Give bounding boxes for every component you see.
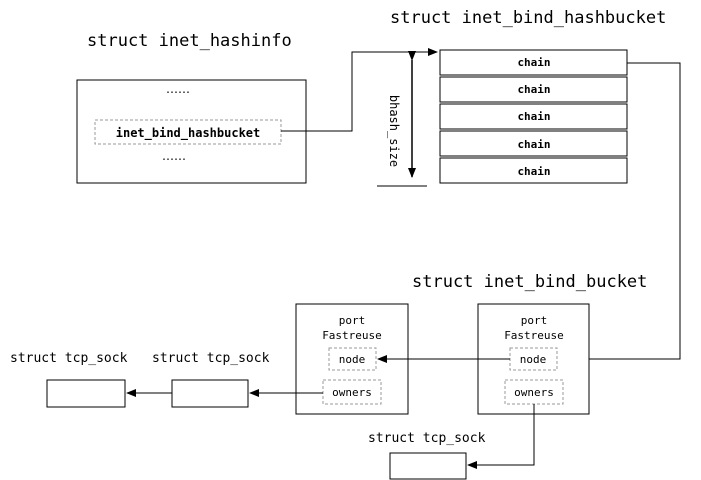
bucket-node-label: node (520, 353, 547, 366)
tcp-sock-label: struct tcp_sock (368, 431, 486, 446)
chain-cell (439, 157, 628, 184)
chain-label: chain (517, 138, 550, 151)
tcp-sock-label: struct tcp_sock (152, 351, 270, 366)
bucket-owners-label: owners (332, 386, 372, 399)
hashbucket-field-box (94, 119, 282, 145)
bucket-owners-box (322, 379, 382, 405)
hashbucket-title: struct inet_bind_hashbucket (390, 8, 666, 28)
chain-cell (439, 130, 628, 157)
hashinfo-dots-bottom: …… (162, 149, 186, 163)
chain-label: chain (517, 56, 550, 69)
chain-label: chain (517, 110, 550, 123)
bhash-size-label: bhash_size (387, 95, 401, 167)
chain-array: chain chain chain chain chain (439, 49, 628, 184)
chain-label: chain (517, 165, 550, 178)
owners-to-sock-arrow (467, 404, 535, 469)
chain-label: chain (517, 83, 550, 96)
bucket-fastreuse-label: Fastreuse (504, 329, 564, 342)
chain-cell (439, 103, 628, 130)
bucket-node-label: node (339, 353, 366, 366)
bucket-node-box (328, 347, 377, 371)
bucket-owners-label: owners (514, 386, 554, 399)
hashinfo-box (76, 79, 307, 184)
bucket-port-label: port (521, 314, 548, 327)
field-to-array-arrow (281, 48, 438, 132)
tcp-sock-label: struct tcp_sock (10, 351, 128, 366)
hashbucket-field-label: inet_bind_hashbucket (116, 126, 261, 141)
bucket-port-label: port (339, 314, 366, 327)
hashinfo-title: struct inet_hashinfo (87, 31, 292, 51)
tcp-sock-box (389, 452, 467, 480)
chain-to-bucket-arrow (564, 62, 681, 363)
bind-bucket-title: struct inet_bind_bucket (412, 272, 647, 292)
hashinfo-dots-top: …… (166, 82, 190, 96)
bucket-fastreuse-label: Fastreuse (322, 329, 382, 342)
chain-cell (439, 76, 628, 103)
tcp-sock-box (171, 379, 249, 408)
tcp-sock-box (46, 379, 126, 408)
